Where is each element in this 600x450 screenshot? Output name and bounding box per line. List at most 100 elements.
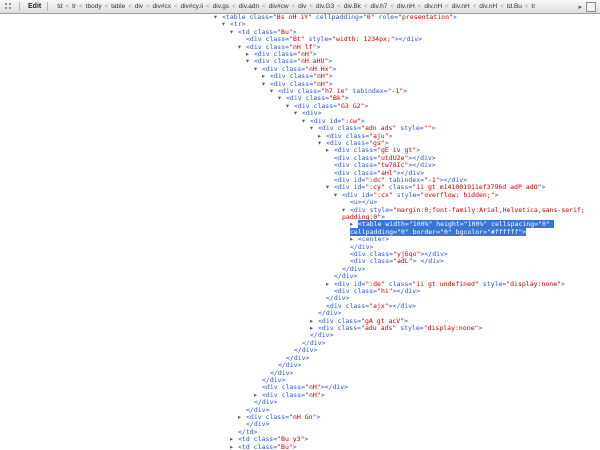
breadcrumb-item-table[interactable]: table [111, 3, 126, 10]
tree-node-row[interactable]: ▶<td class="Bu y3"> [0, 435, 600, 443]
node-source[interactable]: </div> [278, 361, 302, 370]
twisty-expanded-icon[interactable]: ▼ [214, 14, 218, 21]
breadcrumb-item-tr[interactable]: tr [72, 3, 77, 10]
tree-node-row[interactable]: <div class="tw78Ic"></div> [0, 161, 600, 170]
breadcrumb-item-div-cw[interactable]: div#cw [268, 3, 289, 10]
twisty-expanded-icon[interactable]: ▼ [318, 140, 322, 147]
tree-node-row[interactable]: </div> [0, 369, 600, 377]
node-source[interactable]: <div class="aju"> [326, 131, 393, 140]
node-source[interactable]: <div class="adL"> </div> [350, 257, 444, 266]
twisty-expanded-icon[interactable]: ▼ [326, 184, 330, 191]
tree-node-row[interactable]: <div class="aHl"></div> [0, 169, 600, 177]
node-source[interactable]: <td class="Bu"> [238, 442, 297, 450]
tree-node-row[interactable]: ▼<td class="Bu"> [0, 28, 600, 36]
node-source[interactable]: <div class="utdU2e"></div> [334, 153, 436, 162]
node-source[interactable]: <div class="ajx"></div> [326, 301, 417, 310]
node-source[interactable]: <center> [358, 235, 390, 244]
twisty-expanded-icon[interactable]: ▼ [238, 44, 242, 51]
twisty-expanded-icon[interactable]: ▼ [302, 118, 306, 125]
tree-node-row[interactable]: ▼ <table class="Bs nH iY" cellpadding="0"… [0, 14, 600, 21]
node-source[interactable]: </div> [262, 375, 286, 384]
tree-node-row[interactable]: </div> [0, 406, 600, 414]
breadcrumb-item-div-cy-ii[interactable]: div#cy.ii [180, 3, 204, 10]
tree-node-row[interactable]: </div> [0, 338, 600, 347]
node-source[interactable]: <div id=":cx" style="overflow: hidden;"> [342, 190, 499, 199]
tree-node-row[interactable]: ▶<div class="gE iv gt"> [0, 147, 600, 154]
node-source[interactable]: <u></u> [350, 198, 378, 207]
twisty-collapsed-icon[interactable]: ▶ [246, 51, 250, 58]
tree-node-row[interactable]: </div> [0, 242, 600, 251]
tree-node-row[interactable]: </div> [0, 375, 600, 384]
twisty-collapsed-icon[interactable]: ▶ [310, 325, 314, 332]
node-source[interactable]: <table class="Bs nH iY" cellpadding="0" … [222, 14, 457, 21]
edit-button[interactable]: Edit [28, 3, 42, 10]
node-source[interactable]: </div> [310, 331, 334, 340]
node-source[interactable]: <div class="adn ads" style=""> [318, 124, 436, 133]
breadcrumb-item-div-g3[interactable]: div.G3 [315, 3, 335, 10]
node-source[interactable]: </div> [246, 420, 270, 429]
twisty-expanded-icon[interactable]: ▼ [294, 110, 298, 117]
tree-node-row[interactable]: ▶ <div class="adu ads" style="display:non… [0, 324, 600, 333]
tree-node-row[interactable]: </div> [0, 421, 600, 428]
node-source[interactable]: </div> [302, 338, 326, 347]
node-source[interactable]: <div class="nH"> [262, 390, 325, 399]
tree-node-row[interactable]: ▼<div id=":cy" class="ii gt m141001911ef… [0, 184, 600, 191]
tree-node-row[interactable]: ▼<div style="margin:0;font-family:Arial,… [0, 205, 600, 222]
node-source[interactable]: <div class="adu ads" style="display:none… [318, 324, 483, 333]
selected-node-source[interactable]: <table width="100%" height="100%" cellsp… [350, 220, 554, 236]
tree-node-row[interactable]: <div class="hi"></div> [0, 287, 600, 295]
tree-node-row[interactable]: ▼ <div class="nH lf"> [0, 42, 600, 51]
tree-node-row[interactable]: <div class="adL"> </div> [0, 258, 600, 265]
tree-node-row[interactable]: </div> [0, 398, 600, 407]
twisty-expanded-icon[interactable]: ▼ [254, 66, 258, 73]
breadcrumb-item-div[interactable]: div [298, 3, 307, 10]
tree-node-row[interactable]: <u></u> [0, 198, 600, 207]
tree-node-row[interactable]: <div class="nH"></div> [0, 384, 600, 391]
tree-node-row[interactable]: <div class="utdU2e"></div> [0, 153, 600, 162]
tree-node-row[interactable]: ▼<div id=":cx" style="overflow: hidden;"… [0, 190, 600, 199]
node-source[interactable]: <div style="margin:0;font-family:Arial,H… [342, 205, 589, 221]
twisty-collapsed-icon[interactable]: ▶ [326, 147, 330, 154]
node-source[interactable]: <div class="nH"> [270, 72, 333, 81]
node-source[interactable]: </div> [254, 398, 278, 407]
twisty-collapsed-icon[interactable]: ▶ [262, 73, 266, 80]
tree-node-row[interactable]: <div class="ajx"></div> [0, 301, 600, 310]
panel-toggle-icon[interactable] [586, 1, 596, 12]
tree-node-row[interactable]: </div> [0, 353, 600, 362]
tree-node-row[interactable]: ▶ <div class="nH"> [0, 73, 600, 80]
node-source[interactable]: <div class="tw78Ic"></div> [334, 161, 436, 170]
node-source[interactable]: </div> [350, 242, 374, 251]
tree-node-row[interactable]: ▶<div class="gA gt acV"> [0, 317, 600, 325]
tree-node-row[interactable]: </div> [0, 361, 600, 370]
tree-node-row[interactable]: ▶<div class="nH"> [0, 50, 600, 58]
twisty-collapsed-icon[interactable]: ▶ [350, 236, 354, 243]
node-source[interactable]: <div id=":dc" tabindex="-1"></div> [334, 175, 468, 184]
node-source[interactable]: <div class="yj6qo"></div> [350, 250, 448, 258]
tree-node-row[interactable]: <div class="yj6qo"></div> [0, 250, 600, 258]
node-source[interactable]: </div> [342, 264, 366, 273]
node-source[interactable]: </div> [326, 294, 350, 303]
tree-node-row[interactable]: ▶<div class="nH"> [0, 390, 600, 399]
tree-node-row[interactable]: </div> [0, 273, 600, 280]
node-source[interactable]: <div class="h7 ie" tabindex="-1"> [278, 87, 408, 96]
tree-node-row[interactable]: ▼<div class="nH Hx"> [0, 65, 600, 73]
breadcrumb-item-div-nh[interactable]: div.nH [396, 3, 415, 10]
tree-node-row[interactable]: </div> [0, 310, 600, 317]
node-source[interactable]: </div> [286, 353, 310, 362]
twisty-expanded-icon[interactable]: ▼ [286, 103, 290, 110]
panel-menu-icon[interactable] [4, 2, 14, 11]
node-source[interactable]: <div> [302, 109, 322, 118]
twisty-expanded-icon[interactable]: ▼ [222, 21, 226, 28]
tree-node-row[interactable]: ▶<td class="Bu"> [0, 442, 600, 450]
tree-node-row[interactable]: </td> [0, 428, 600, 436]
tree-node-row[interactable]: ▼<div id=":cw"> [0, 117, 600, 125]
twisty-expanded-icon[interactable]: ▼ [278, 95, 282, 102]
twisty-expanded-icon[interactable]: ▼ [270, 88, 274, 95]
tree-node-row[interactable]: </div> [0, 332, 600, 339]
tree-node-row[interactable]: </div> [0, 347, 600, 354]
node-source[interactable]: <tr> [230, 20, 246, 29]
tree-node-row[interactable]: ▶<table width="100%" height="100%" cells… [0, 220, 600, 236]
node-source[interactable]: <div class="nH lf"> [246, 42, 321, 51]
breadcrumb-item-tbody[interactable]: tbody [85, 3, 102, 10]
breadcrumb-item-div-adn[interactable]: div.adn [238, 3, 260, 10]
